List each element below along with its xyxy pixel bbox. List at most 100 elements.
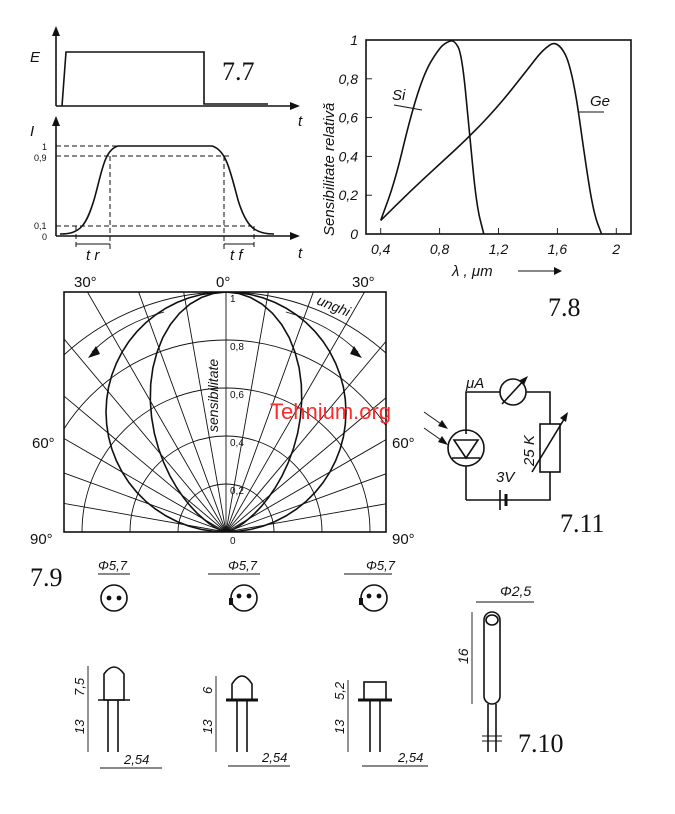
polar-grid xyxy=(64,292,386,532)
radial-tick-label: 0 xyxy=(230,536,236,547)
tick-01-label: 0,1 xyxy=(34,221,47,231)
radial-tick-label: 0,2 xyxy=(230,486,244,497)
package-1-lead-label: 13 xyxy=(72,719,87,734)
polar-lobe-inner xyxy=(149,292,303,532)
fig-7-10-component: Φ2,5 16 7.10 xyxy=(455,583,564,758)
package-1-body xyxy=(103,666,125,701)
fig-7-10-height-label: 16 xyxy=(455,648,471,664)
package-2-tab xyxy=(229,598,233,605)
figure-number-7-8: 7.8 xyxy=(548,293,581,322)
microammeter-label: μA xyxy=(465,375,484,392)
x-label-arrow-head xyxy=(554,267,562,275)
i-axis-arrow xyxy=(52,116,60,126)
x-tick-label: 0,4 xyxy=(371,241,391,257)
package-2-pin-a xyxy=(236,593,242,599)
package-2-lead-label: 13 xyxy=(200,719,215,734)
angle-label-left-60: 60° xyxy=(32,435,55,452)
angle-label-left-30: 30° xyxy=(74,274,97,291)
angle-label-top-0: 0° xyxy=(216,274,230,291)
y-tick-label: 0,4 xyxy=(339,148,359,164)
package-3-body xyxy=(363,681,387,701)
polar-spoke xyxy=(225,292,269,532)
fig-7-11-circuit: μA 25 K 3V 7.11 xyxy=(423,375,605,538)
package-2-pin-b xyxy=(246,593,252,599)
polar-spoke xyxy=(64,437,227,532)
package-1-pin-b xyxy=(116,595,122,601)
y-tick-label: 0,2 xyxy=(339,187,359,203)
package-top-views: Φ5,7 Φ5,7 Φ5,7 xyxy=(98,558,396,612)
potentiometer-label: 25 K xyxy=(521,434,538,467)
sensibilitate-label: sensibilitate xyxy=(205,359,221,432)
microammeter-needle-tip xyxy=(520,376,528,385)
tick-1-label: 1 xyxy=(42,142,47,152)
unghi-arrowhead-left xyxy=(88,346,100,358)
tr-label: t r xyxy=(86,247,100,264)
polar-spoke xyxy=(225,292,314,532)
wire-bottom xyxy=(466,472,551,501)
package-1-pitch-label: 2,54 xyxy=(123,752,149,767)
battery-label: 3V xyxy=(496,469,516,486)
package-1-diameter-label: Φ5,7 xyxy=(98,558,128,573)
fig-7-10-body xyxy=(483,611,501,705)
polar-spoke xyxy=(64,502,227,532)
y-tick-label: 0 xyxy=(350,226,358,242)
radial-tick-label: 0,6 xyxy=(230,390,244,401)
t-axis-label-bottom: t xyxy=(298,245,303,262)
chart-y-label: Sensibilitate relativă xyxy=(321,103,338,236)
x-tick-label: 1,2 xyxy=(489,241,509,257)
t-axis-label-top: t xyxy=(298,113,303,130)
figure-number-7-10: 7.10 xyxy=(518,729,564,758)
figure-number-7-9: 7.9 xyxy=(30,563,63,592)
light-ray-2-head xyxy=(438,436,448,445)
tick-09-label: 0,9 xyxy=(34,153,47,163)
polar-spoke xyxy=(225,503,386,532)
polar-spoke xyxy=(225,292,366,532)
polar-spoke xyxy=(225,439,386,532)
y-tick-label: 0,6 xyxy=(339,110,359,126)
si-leader xyxy=(393,104,423,111)
i-response-curve xyxy=(59,145,275,235)
package-3-pin-b xyxy=(376,593,382,599)
unghi-label: unghi xyxy=(315,292,354,320)
polar-spoke xyxy=(225,473,386,532)
fig-7-10-lens xyxy=(485,614,499,626)
package-3-lead-label: 13 xyxy=(332,719,347,734)
fig-7-7-waveforms: E t I 1 0,9 0,1 0 t r t f t 7.7 xyxy=(30,26,303,264)
package-side-views: 7,5 13 2,54 6 13 2,54 5,2 13 2,54 xyxy=(72,666,428,769)
package-2-diameter-label: Φ5,7 xyxy=(228,558,258,573)
series-label-ge: Ge xyxy=(590,93,610,110)
unghi-arrow-right xyxy=(285,311,359,353)
polar-spoke xyxy=(138,292,227,532)
angle-label-right-30: 30° xyxy=(352,274,375,291)
unghi-arrowhead-right xyxy=(350,346,362,358)
angle-label-left-90: 90° xyxy=(30,531,53,548)
t-axis-arrow-top xyxy=(290,102,300,110)
polar-spoke xyxy=(64,472,227,532)
e-axis-label: E xyxy=(30,49,41,66)
x-tick-label: 1,6 xyxy=(548,241,568,257)
package-3-height-label: 5,2 xyxy=(332,681,347,700)
chart-x-label: λ , μm xyxy=(451,263,493,280)
figure-number-7-11: 7.11 xyxy=(560,509,605,538)
potentiometer-arrow xyxy=(531,415,567,473)
package-2-height-label: 6 xyxy=(200,686,215,694)
photodiode-body xyxy=(447,429,485,467)
light-ray-1-head xyxy=(438,420,448,429)
tick-0-label: 0 xyxy=(42,232,47,242)
figure-number-7-7: 7.7 xyxy=(222,57,255,86)
radial-tick-label: 0,8 xyxy=(230,342,244,353)
e-axis-arrow xyxy=(52,26,60,36)
angle-label-right-90: 90° xyxy=(392,531,415,548)
wire-top-left xyxy=(465,391,500,420)
microammeter-symbol xyxy=(499,378,527,406)
polar-spoke xyxy=(225,340,386,532)
polar-spoke xyxy=(64,395,227,532)
package-1-pin-a xyxy=(106,595,112,601)
package-3-tab xyxy=(359,598,363,605)
package-2-pitch-label: 2,54 xyxy=(261,750,287,765)
series-line-ge xyxy=(380,42,603,235)
angle-label-right-60: 60° xyxy=(392,435,415,452)
